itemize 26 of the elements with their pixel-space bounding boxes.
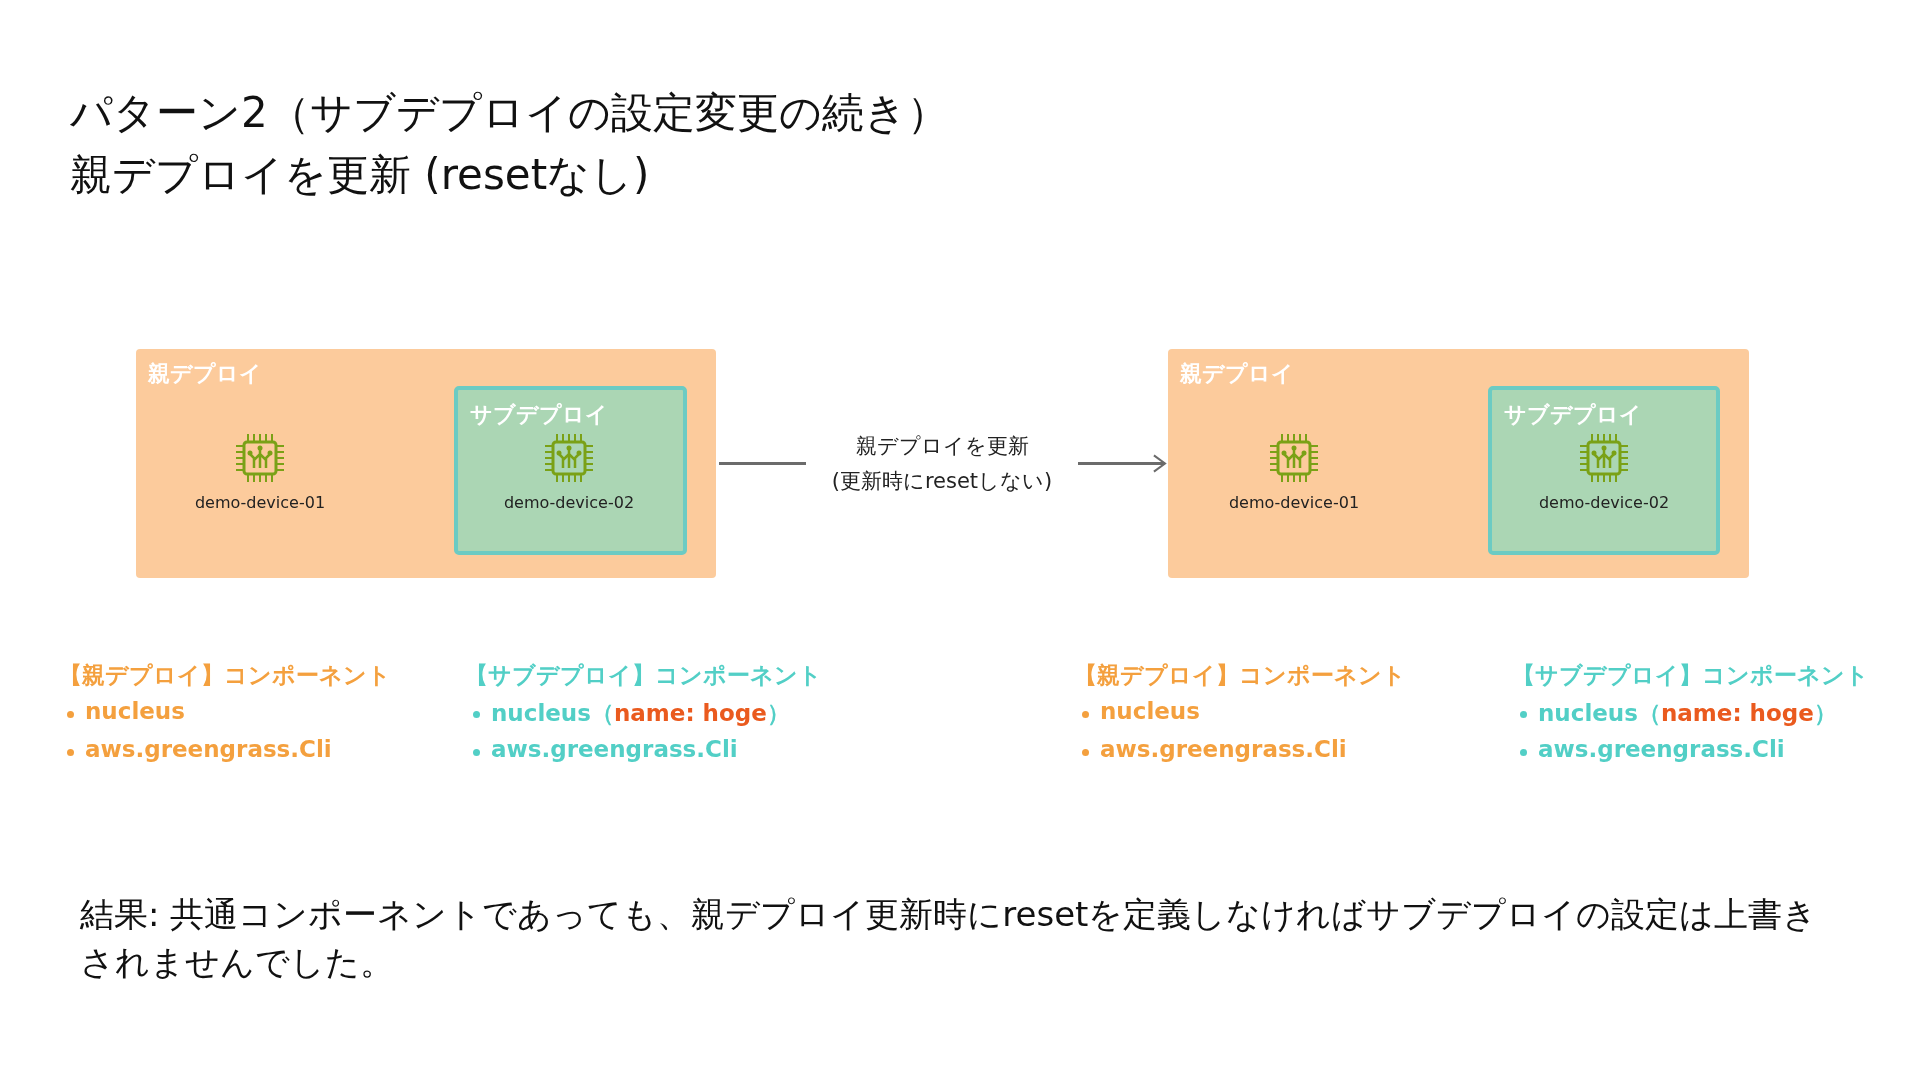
list-heading: 【サブデプロイ】コンポーネント: [1512, 661, 1869, 690]
device-label: demo-device-02: [1537, 493, 1671, 512]
sub-deployment-box: [1488, 386, 1720, 555]
device-label: demo-device-01: [193, 493, 327, 512]
caption-text: 結果: 共通コンポーネントであっても、親デプロイ更新時にresetを定義しなければサブデプロイの設定は上書きされませんでした。: [80, 893, 1819, 984]
device-label: demo-device-01: [1227, 493, 1361, 512]
box-heading: 親デプロイ: [148, 360, 262, 388]
list-item: aws.greengrass.Cli: [491, 736, 738, 762]
list-heading: 【サブデプロイ】コンポーネント: [465, 661, 822, 690]
list-heading: 【親デプロイ】コンポーネント: [59, 661, 391, 690]
box-heading: サブデプロイ: [470, 401, 608, 429]
box-heading: 親デプロイ: [1180, 360, 1294, 388]
sub-deployment-box: [454, 386, 687, 555]
list-item: nucleus（name: hoge）: [1538, 699, 1837, 728]
title: パターン2（サブデプロイの設定変更の続き）親デプロイを更新 (resetなし): [70, 87, 950, 201]
list-item: aws.greengrass.Cli: [1100, 736, 1347, 762]
list-item: nucleus: [85, 698, 185, 724]
list-item: nucleus: [1100, 698, 1200, 724]
device-label: demo-device-02: [502, 493, 636, 512]
list-item: aws.greengrass.Cli: [1538, 736, 1785, 762]
box-heading: サブデプロイ: [1504, 401, 1642, 429]
list-heading: 【親デプロイ】コンポーネント: [1074, 661, 1406, 690]
list-item: nucleus（name: hoge）: [491, 699, 790, 728]
list-item: aws.greengrass.Cli: [85, 736, 332, 762]
deployment-box: [1168, 349, 1749, 578]
deployment-box: [136, 349, 716, 578]
